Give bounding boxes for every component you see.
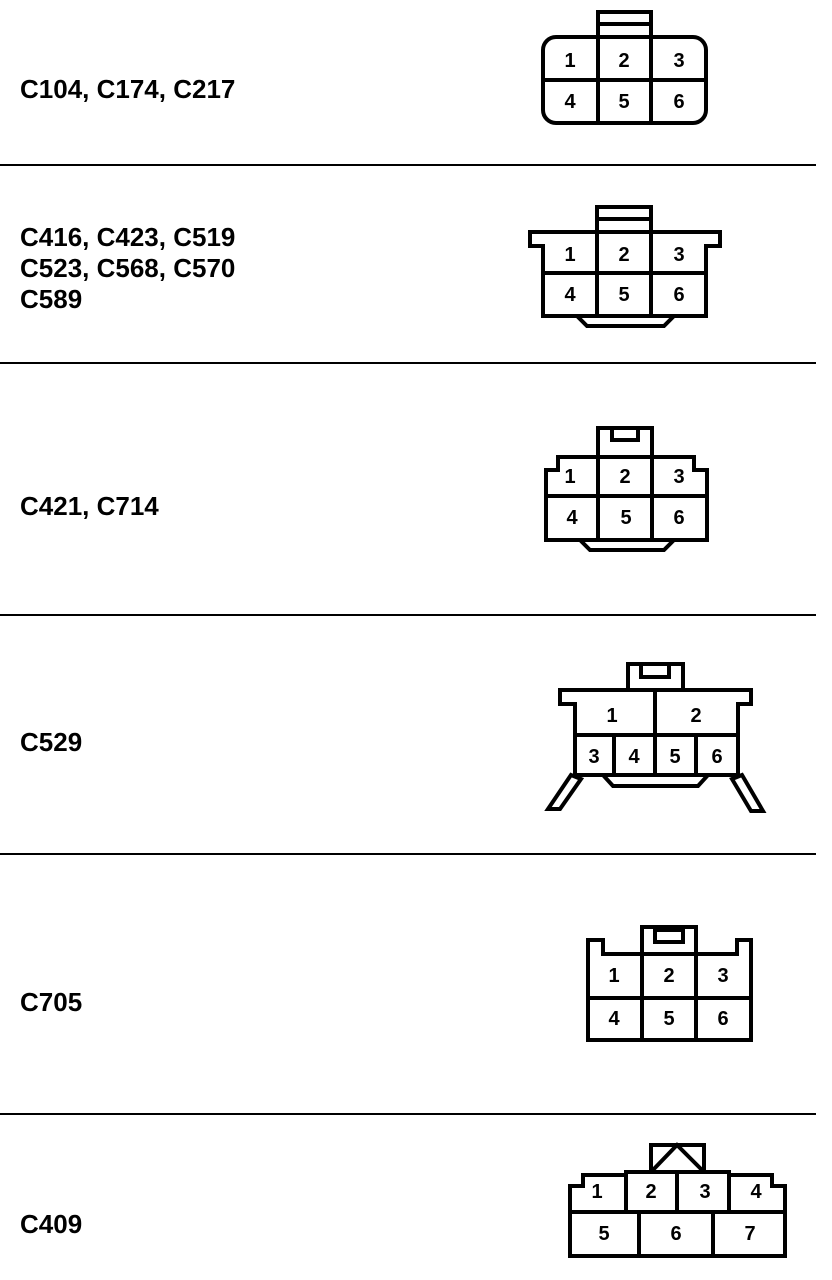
pin-label: 3 bbox=[699, 1181, 710, 1203]
pin-label: 2 bbox=[618, 244, 629, 266]
pin-label: 6 bbox=[673, 507, 684, 529]
section-divider bbox=[0, 164, 816, 166]
connector-label-4: C529 bbox=[20, 727, 83, 757]
pin-label: 1 bbox=[564, 466, 575, 488]
pin-label: 3 bbox=[673, 244, 684, 266]
pin-label: 4 bbox=[608, 1008, 620, 1030]
pin-label: 4 bbox=[750, 1181, 762, 1203]
pin-label: 4 bbox=[566, 507, 578, 529]
connector-diagram-4: 1 2 3 4 5 6 bbox=[544, 662, 767, 813]
pin-label: 1 bbox=[564, 244, 575, 266]
pin-label: 1 bbox=[564, 50, 575, 72]
section-divider bbox=[0, 853, 816, 855]
section-divider bbox=[0, 362, 816, 364]
pin-label: 1 bbox=[608, 965, 619, 987]
pin-label: 4 bbox=[564, 284, 576, 306]
pin-label: 5 bbox=[620, 507, 631, 529]
pin-label: 5 bbox=[618, 284, 629, 306]
pin-label: 5 bbox=[669, 746, 680, 768]
pin-label: 4 bbox=[564, 91, 576, 113]
pin-label: 2 bbox=[690, 705, 701, 727]
section-divider bbox=[0, 1113, 816, 1115]
pin-label: 3 bbox=[588, 746, 599, 768]
connector-diagram-1: 1 2 3 4 5 6 bbox=[541, 10, 708, 125]
connector-label-3: C421, C714 bbox=[20, 491, 159, 521]
pin-label: 7 bbox=[744, 1223, 755, 1245]
connector-diagram-3: 1 2 3 4 5 6 bbox=[544, 426, 709, 552]
pin-label: 2 bbox=[645, 1181, 656, 1203]
pin-label: 2 bbox=[663, 965, 674, 987]
pin-label: 3 bbox=[717, 965, 728, 987]
pin-label: 2 bbox=[618, 50, 629, 72]
pin-label: 5 bbox=[663, 1008, 674, 1030]
connector-label-6: C409 bbox=[20, 1209, 83, 1239]
pin-label: 2 bbox=[619, 466, 630, 488]
pin-label: 3 bbox=[673, 50, 684, 72]
pin-label: 5 bbox=[598, 1223, 609, 1245]
pin-label: 6 bbox=[670, 1223, 681, 1245]
pin-label: 1 bbox=[591, 1181, 602, 1203]
connector-label-5: C705 bbox=[20, 987, 83, 1017]
pin-label: 4 bbox=[628, 746, 640, 768]
section-divider bbox=[0, 614, 816, 616]
connector-diagram-2: 1 2 3 4 5 6 bbox=[528, 205, 722, 328]
pin-label: 6 bbox=[673, 284, 684, 306]
connector-label-2: C416, C423, C519 C523, C568, C570 C589 bbox=[20, 222, 236, 314]
connector-label-1: C104, C174, C217 bbox=[20, 74, 236, 104]
pin-label: 1 bbox=[606, 705, 617, 727]
pin-label: 6 bbox=[717, 1008, 728, 1030]
pin-label: 5 bbox=[618, 91, 629, 113]
pin-label: 3 bbox=[673, 466, 684, 488]
pin-label: 6 bbox=[673, 91, 684, 113]
pin-label: 6 bbox=[711, 746, 722, 768]
connector-diagram-5: 1 2 3 4 5 6 bbox=[586, 925, 753, 1042]
